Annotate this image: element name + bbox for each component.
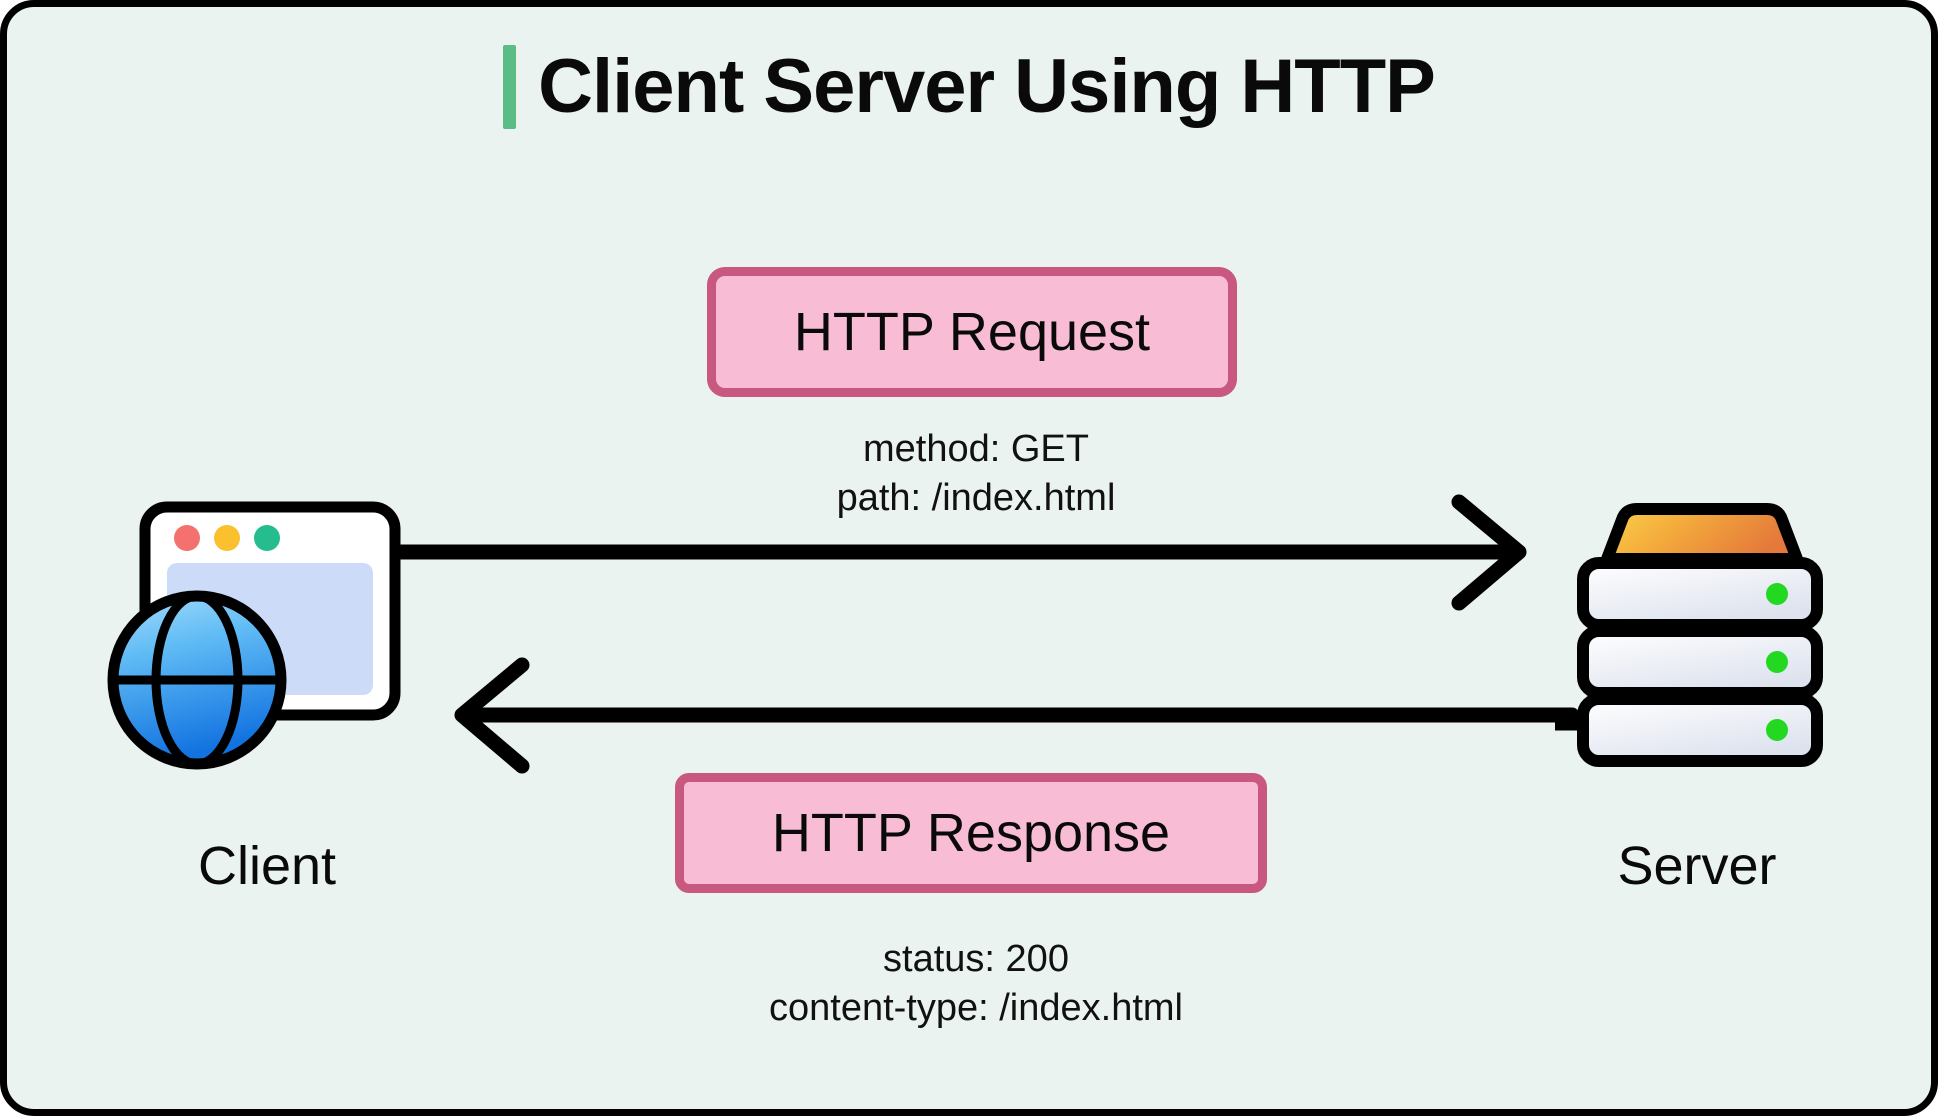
http-response-label: HTTP Response [771, 803, 1171, 863]
response-details: status: 200 content-type: /index.html [7, 935, 1931, 1032]
server-led-icon [1766, 651, 1788, 673]
title-accent-bar [503, 45, 517, 129]
http-request-label: HTTP Request [793, 302, 1151, 362]
diagram-title: Client Server Using HTTP [7, 45, 1931, 129]
server-tier-3 [1577, 693, 1823, 767]
request-method: method: GET [863, 428, 1089, 470]
window-dot-green [254, 525, 280, 551]
response-status: status: 200 [883, 938, 1069, 980]
response-arrow [454, 657, 1580, 774]
response-content-type: content-type: /index.html [769, 986, 1183, 1029]
window-dot-red [174, 525, 200, 551]
window-dot-yellow [214, 525, 240, 551]
http-request-box[interactable]: HTTP Request [707, 267, 1237, 397]
server-led-icon [1766, 719, 1788, 741]
server-icon [1545, 497, 1835, 777]
request-path: path: /index.html [836, 476, 1116, 519]
globe-icon [107, 590, 287, 770]
request-details: method: GET path: /index.html [7, 425, 1931, 522]
server-led-icon [1766, 583, 1788, 605]
client-label: Client [197, 836, 337, 896]
http-response-box[interactable]: HTTP Response [675, 773, 1267, 893]
server-tier-2 [1577, 625, 1823, 699]
server-lid [1601, 503, 1803, 565]
server-label: Server [1617, 836, 1777, 896]
client-icon [107, 495, 427, 785]
page-title: Client Server Using HTTP [538, 44, 1436, 129]
server-tier-1 [1577, 557, 1823, 631]
